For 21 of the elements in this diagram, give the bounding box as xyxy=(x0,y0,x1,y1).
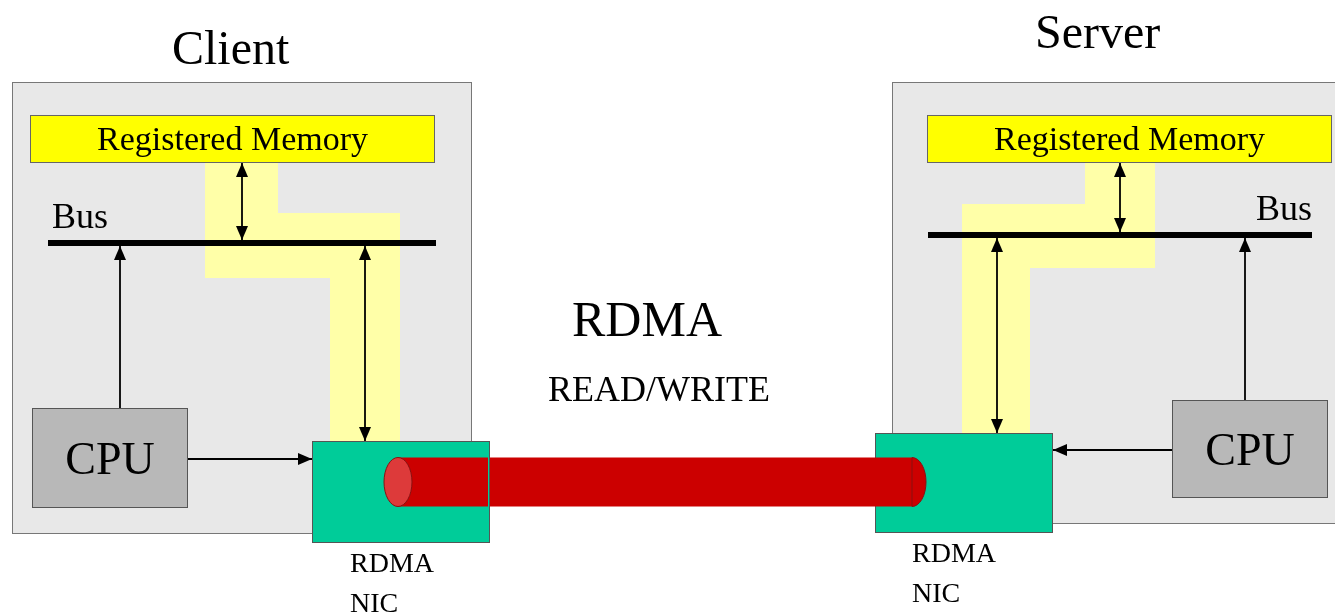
cpu-box: CPU xyxy=(1172,400,1328,498)
arrow xyxy=(991,237,1003,434)
group-title: Server xyxy=(1035,4,1161,60)
bus-label: Bus xyxy=(52,196,109,236)
bus-label: Bus xyxy=(1255,188,1312,228)
arrow xyxy=(1052,444,1173,456)
cpu-box: CPU xyxy=(32,408,188,508)
arrow xyxy=(187,453,313,465)
memory-box: Registered Memory xyxy=(927,115,1332,163)
arrow xyxy=(114,245,126,409)
arrow xyxy=(1239,237,1251,401)
arrow xyxy=(359,245,371,442)
caption-text: RDMA xyxy=(572,290,723,348)
cable xyxy=(490,457,875,507)
card-label: RDMA NIC xyxy=(912,536,996,610)
arrow xyxy=(236,162,248,241)
caption-text: READ/WRITE xyxy=(548,368,770,410)
arrow xyxy=(1114,162,1126,233)
card-label: RDMA NIC xyxy=(350,546,434,616)
memory-box: Registered Memory xyxy=(30,115,435,163)
group-title: Client xyxy=(172,20,290,76)
